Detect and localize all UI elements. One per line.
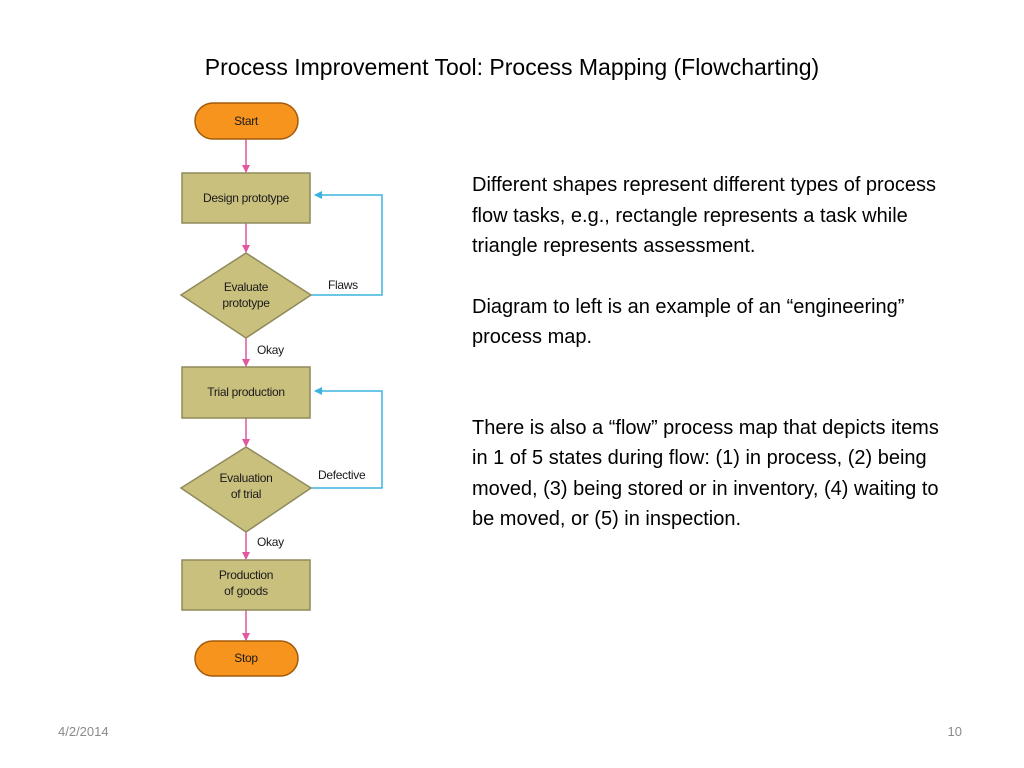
edge-label-flaws: Flaws [328, 278, 358, 292]
text-panel: Different shapes represent different typ… [472, 170, 942, 535]
design-prototype-node: Design prototype [181, 172, 311, 224]
edge-label-defective: Defective [318, 468, 366, 482]
paragraph-shapes: Different shapes represent different typ… [472, 174, 936, 257]
trial-production-label: Trial production [207, 385, 284, 399]
flowchart: Start Design prototype Evaluate prototyp… [170, 98, 400, 683]
start-label: Start [234, 114, 259, 128]
edge-label-okay-1: Okay [257, 343, 284, 357]
edge-label-okay-2: Okay [257, 535, 284, 549]
production-of-goods-label-1: Production [219, 568, 273, 582]
flowchart-svg: Start Design prototype Evaluate prototyp… [179, 102, 383, 677]
production-of-goods-node: Production of goods [181, 559, 311, 611]
slide-date: 4/2/2014 [58, 724, 109, 739]
evaluate-prototype-label-1: Evaluate [224, 280, 269, 294]
slide-page-number: 10 [947, 724, 962, 739]
evaluation-of-trial-node: Evaluation of trial [179, 446, 313, 533]
production-of-goods-label-2: of goods [224, 584, 268, 598]
paragraph-engineering-map: Diagram to left is an example of an “eng… [472, 295, 905, 349]
design-prototype-label: Design prototype [203, 191, 290, 205]
edge-defective-loop [311, 387, 383, 489]
evaluation-of-trial-label-1: Evaluation [219, 471, 272, 485]
evaluation-of-trial-label-2: of trial [231, 487, 261, 501]
evaluate-prototype-label-2: prototype [222, 296, 270, 310]
slide-title: Process Improvement Tool: Process Mappin… [204, 54, 820, 80]
stop-label: Stop [234, 651, 258, 665]
start-node: Start [194, 102, 299, 140]
evaluate-prototype-node: Evaluate prototype [179, 252, 313, 339]
paragraph-flow-map: There is also a “flow” process map that … [472, 416, 939, 531]
stop-node: Stop [194, 640, 299, 677]
edge-flaws-loop [311, 191, 383, 296]
trial-production-node: Trial production [181, 366, 311, 419]
